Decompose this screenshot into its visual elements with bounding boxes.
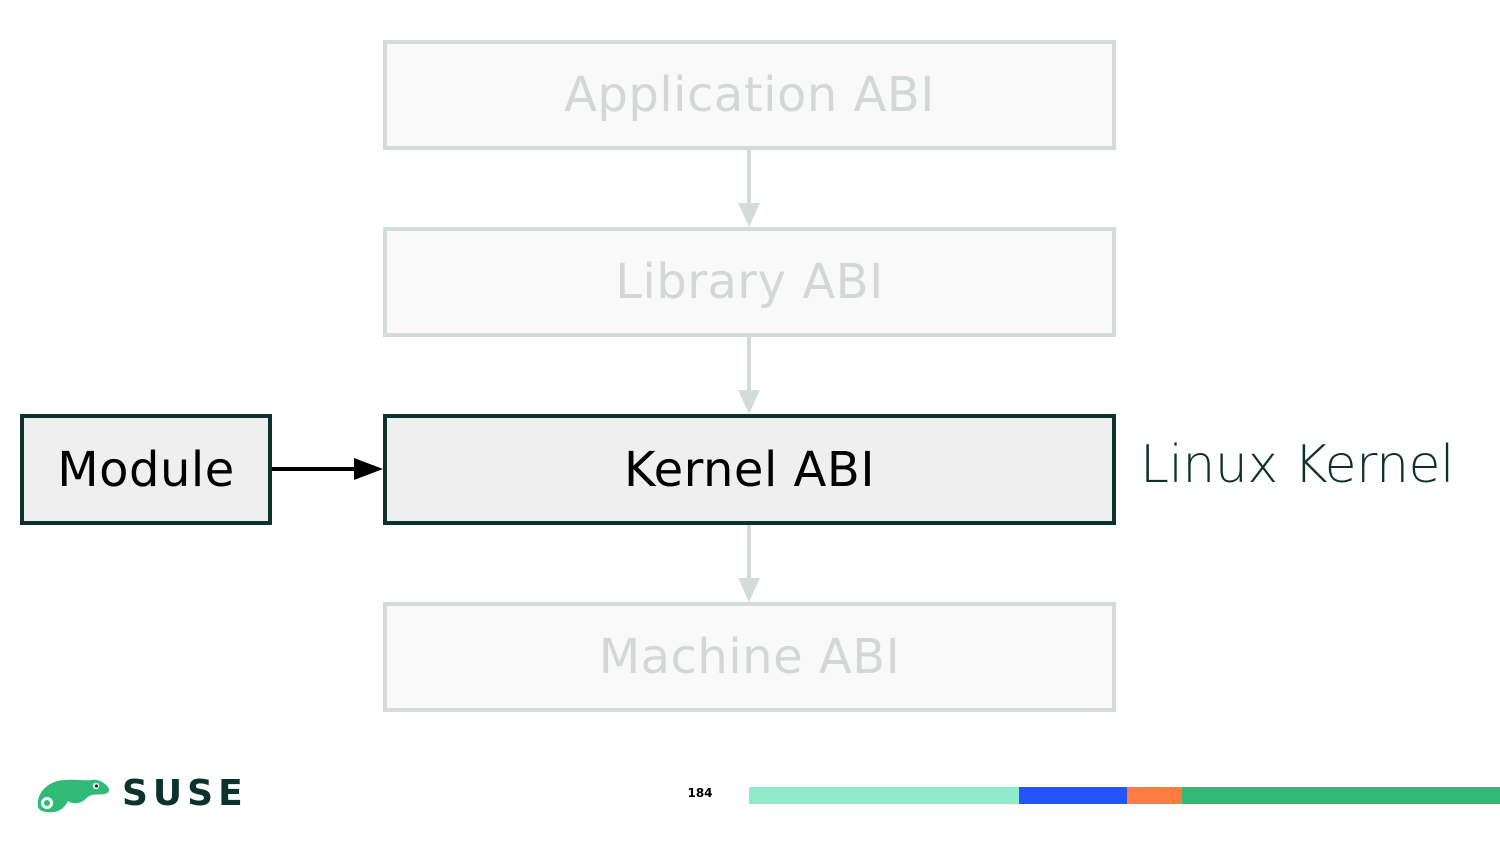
color-bar-segment-mint [749, 787, 1019, 804]
arrow-library-to-kernel [738, 337, 760, 414]
application-abi-label: Application ABI [564, 67, 935, 123]
suse-wordmark: SUSE [122, 772, 248, 814]
arrow-kernel-to-machine [738, 525, 760, 602]
application-abi-box: Application ABI [383, 40, 1116, 150]
machine-abi-label: Machine ABI [598, 629, 901, 685]
color-bar-segment-green [1182, 787, 1500, 804]
page-number: 184 [687, 786, 713, 800]
chameleon-icon [37, 779, 109, 813]
arrow-application-to-library [738, 150, 760, 227]
suse-logo: SUSE [34, 770, 248, 816]
kernel-abi-label: Kernel ABI [624, 441, 875, 498]
module-label: Module [57, 441, 235, 498]
linux-kernel-label: Linux Kernel [1140, 435, 1455, 495]
brand-color-bar [749, 787, 1500, 804]
color-bar-segment-blue [1019, 787, 1127, 804]
module-box: Module [20, 414, 272, 525]
arrow-module-to-kernel [272, 458, 383, 480]
library-abi-label: Library ABI [615, 254, 884, 310]
color-bar-segment-orange [1127, 787, 1182, 804]
kernel-abi-box: Kernel ABI [383, 414, 1116, 525]
machine-abi-box: Machine ABI [383, 602, 1116, 712]
library-abi-box: Library ABI [383, 227, 1116, 337]
